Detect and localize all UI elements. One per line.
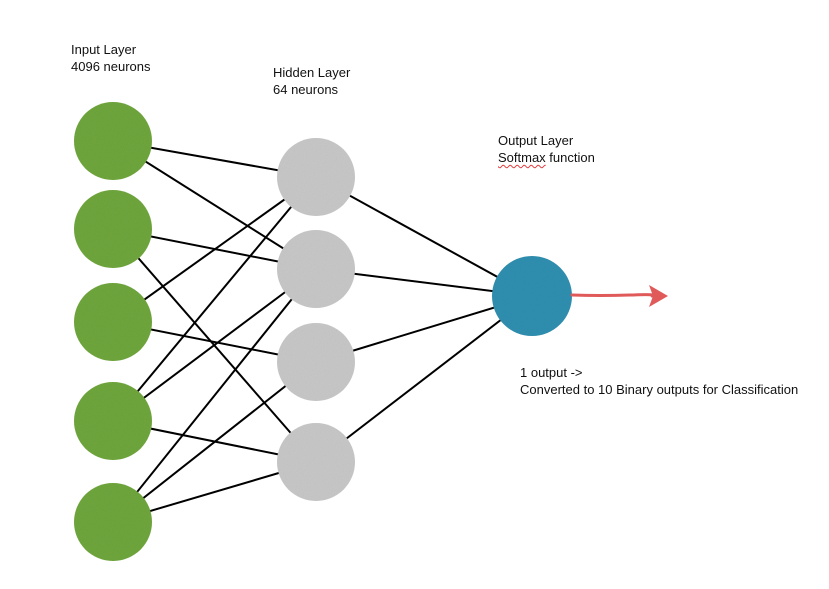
- output-arrow: [570, 285, 668, 307]
- input-node-2: [74, 190, 152, 268]
- function-word: function: [545, 150, 595, 165]
- edge-hidden-4-output: [315, 295, 533, 463]
- input-layer-title: Input Layer: [71, 42, 137, 57]
- output-arrow-head: [649, 285, 668, 307]
- input-layer-count: 4096 neurons: [71, 59, 151, 74]
- output-layer-label: Output Layer Softmax function: [498, 132, 595, 166]
- edge-input-3-hidden-1: [112, 176, 317, 323]
- hidden-node-4: [277, 423, 355, 501]
- output-arrow-shaft: [570, 293, 656, 298]
- output-note-line-2: Converted to 10 Binary outputs for Class…: [520, 382, 799, 397]
- hidden-layer-title: Hidden Layer: [273, 65, 351, 80]
- edge-input-4-hidden-1: [112, 176, 317, 422]
- output-node-1: [492, 256, 572, 336]
- edge-hidden-1-output: [315, 176, 533, 297]
- input-node-1: [74, 102, 152, 180]
- output-layer-nodes: [492, 256, 572, 336]
- edges-hidden-to-output: [315, 176, 533, 463]
- hidden-layer-label: Hidden Layer 64 neurons: [273, 64, 350, 98]
- output-layer-title: Output Layer: [498, 133, 574, 148]
- hidden-node-1: [277, 138, 355, 216]
- hidden-layer-nodes: [277, 138, 355, 501]
- input-node-5: [74, 483, 152, 561]
- output-layer-function: Softmax function: [498, 149, 595, 166]
- edge-input-5-hidden-2: [112, 268, 317, 523]
- output-note-line-1: 1 output ->: [520, 365, 583, 380]
- hidden-layer-count: 64 neurons: [273, 82, 339, 97]
- edge-input-1-hidden-2: [112, 140, 317, 270]
- input-node-4: [74, 382, 152, 460]
- edge-input-5-hidden-3: [112, 361, 317, 523]
- hidden-node-2: [277, 230, 355, 308]
- input-node-3: [74, 283, 152, 361]
- softmax-word: Softmax: [498, 150, 546, 165]
- output-note: 1 output -> Converted to 10 Binary outpu…: [520, 364, 798, 398]
- hidden-node-3: [277, 323, 355, 401]
- input-layer-nodes: [74, 102, 152, 561]
- input-layer-label: Input Layer 4096 neurons: [71, 41, 151, 75]
- edge-input-4-hidden-2: [112, 268, 317, 422]
